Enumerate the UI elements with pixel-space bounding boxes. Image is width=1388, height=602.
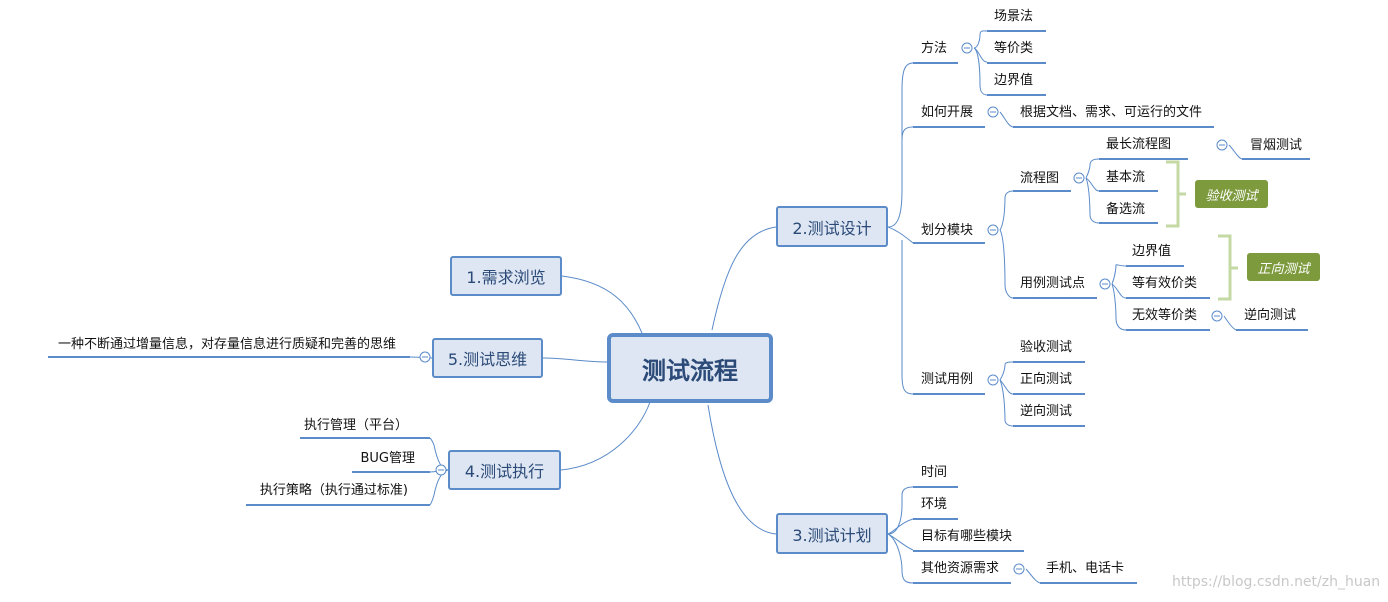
positive-bracket xyxy=(1218,234,1238,301)
watermark: https://blog.csdn.net/zh_huan xyxy=(1172,574,1381,590)
topic-equivalence[interactable]: 等价类 xyxy=(994,41,1034,56)
connector-root-b4 xyxy=(560,401,651,471)
acceptance-test-tag[interactable]: 验收测试 xyxy=(1195,180,1268,208)
connector-root-b2 xyxy=(711,226,777,331)
topic-thinking-desc[interactable]: 一种不断通过增量信息，对存量信息进行质疑和完善的思维 xyxy=(57,337,396,352)
topic-environment[interactable]: 环境 xyxy=(921,497,948,512)
topic-reverse-test[interactable]: 逆向测试 xyxy=(1244,308,1297,323)
topic-case-valid[interactable]: 等有效价类 xyxy=(1132,276,1198,291)
branch-test-execution[interactable]: 4.测试执行 xyxy=(448,450,561,490)
topic-method[interactable]: 方法 xyxy=(921,41,948,56)
topic-bug-management[interactable]: BUG管理 xyxy=(360,451,415,466)
branch-requirement-review[interactable]: 1.需求浏览 xyxy=(450,256,562,296)
root-topic[interactable]: 测试流程 xyxy=(607,333,773,403)
connector-root-b3 xyxy=(707,404,777,535)
topic-flowchart[interactable]: 流程图 xyxy=(1020,171,1060,186)
topic-basic-flow[interactable]: 基本流 xyxy=(1106,170,1146,185)
branch-test-thinking[interactable]: 5.测试思维 xyxy=(432,338,543,378)
topic-phone-card[interactable]: 手机、电话卡 xyxy=(1046,561,1125,576)
topic-longest-flow[interactable]: 最长流程图 xyxy=(1106,137,1172,152)
topic-alt-flow[interactable]: 备选流 xyxy=(1106,202,1146,217)
topic-module[interactable]: 划分模块 xyxy=(921,223,974,238)
positive-test-tag[interactable]: 正向测试 xyxy=(1247,253,1320,281)
topic-testcase[interactable]: 测试用例 xyxy=(921,372,974,387)
topic-case-invalid[interactable]: 无效等价类 xyxy=(1132,308,1198,323)
topic-exec-management[interactable]: 执行管理（平台） xyxy=(303,418,408,433)
topic-case-boundary[interactable]: 边界值 xyxy=(1132,244,1172,259)
topic-smoke-test[interactable]: 冒烟测试 xyxy=(1250,138,1303,153)
topic-time[interactable]: 时间 xyxy=(921,465,948,480)
topic-case-point[interactable]: 用例测试点 xyxy=(1020,276,1086,291)
topic-boundary[interactable]: 边界值 xyxy=(994,73,1034,88)
topic-target-modules[interactable]: 目标有哪些模块 xyxy=(921,529,1013,544)
topic-how-item[interactable]: 根据文档、需求、可运行的文件 xyxy=(1020,105,1203,120)
topic-exec-strategy[interactable]: 执行策略（执行通过标准) xyxy=(259,483,408,498)
topic-tc-reverse[interactable]: 逆向测试 xyxy=(1020,404,1073,419)
topic-how[interactable]: 如何开展 xyxy=(921,105,974,120)
acceptance-bracket xyxy=(1166,160,1186,228)
topic-tc-positive[interactable]: 正向测试 xyxy=(1020,372,1073,387)
topic-other-resources[interactable]: 其他资源需求 xyxy=(921,561,1000,576)
connector-root-b1 xyxy=(561,275,643,334)
branch-test-design[interactable]: 2.测试设计 xyxy=(776,206,888,247)
connector-root-b5 xyxy=(542,357,609,363)
topic-tc-acceptance[interactable]: 验收测试 xyxy=(1020,340,1073,355)
branch-test-plan[interactable]: 3.测试计划 xyxy=(776,513,888,554)
topic-scenario[interactable]: 场景法 xyxy=(994,9,1034,24)
